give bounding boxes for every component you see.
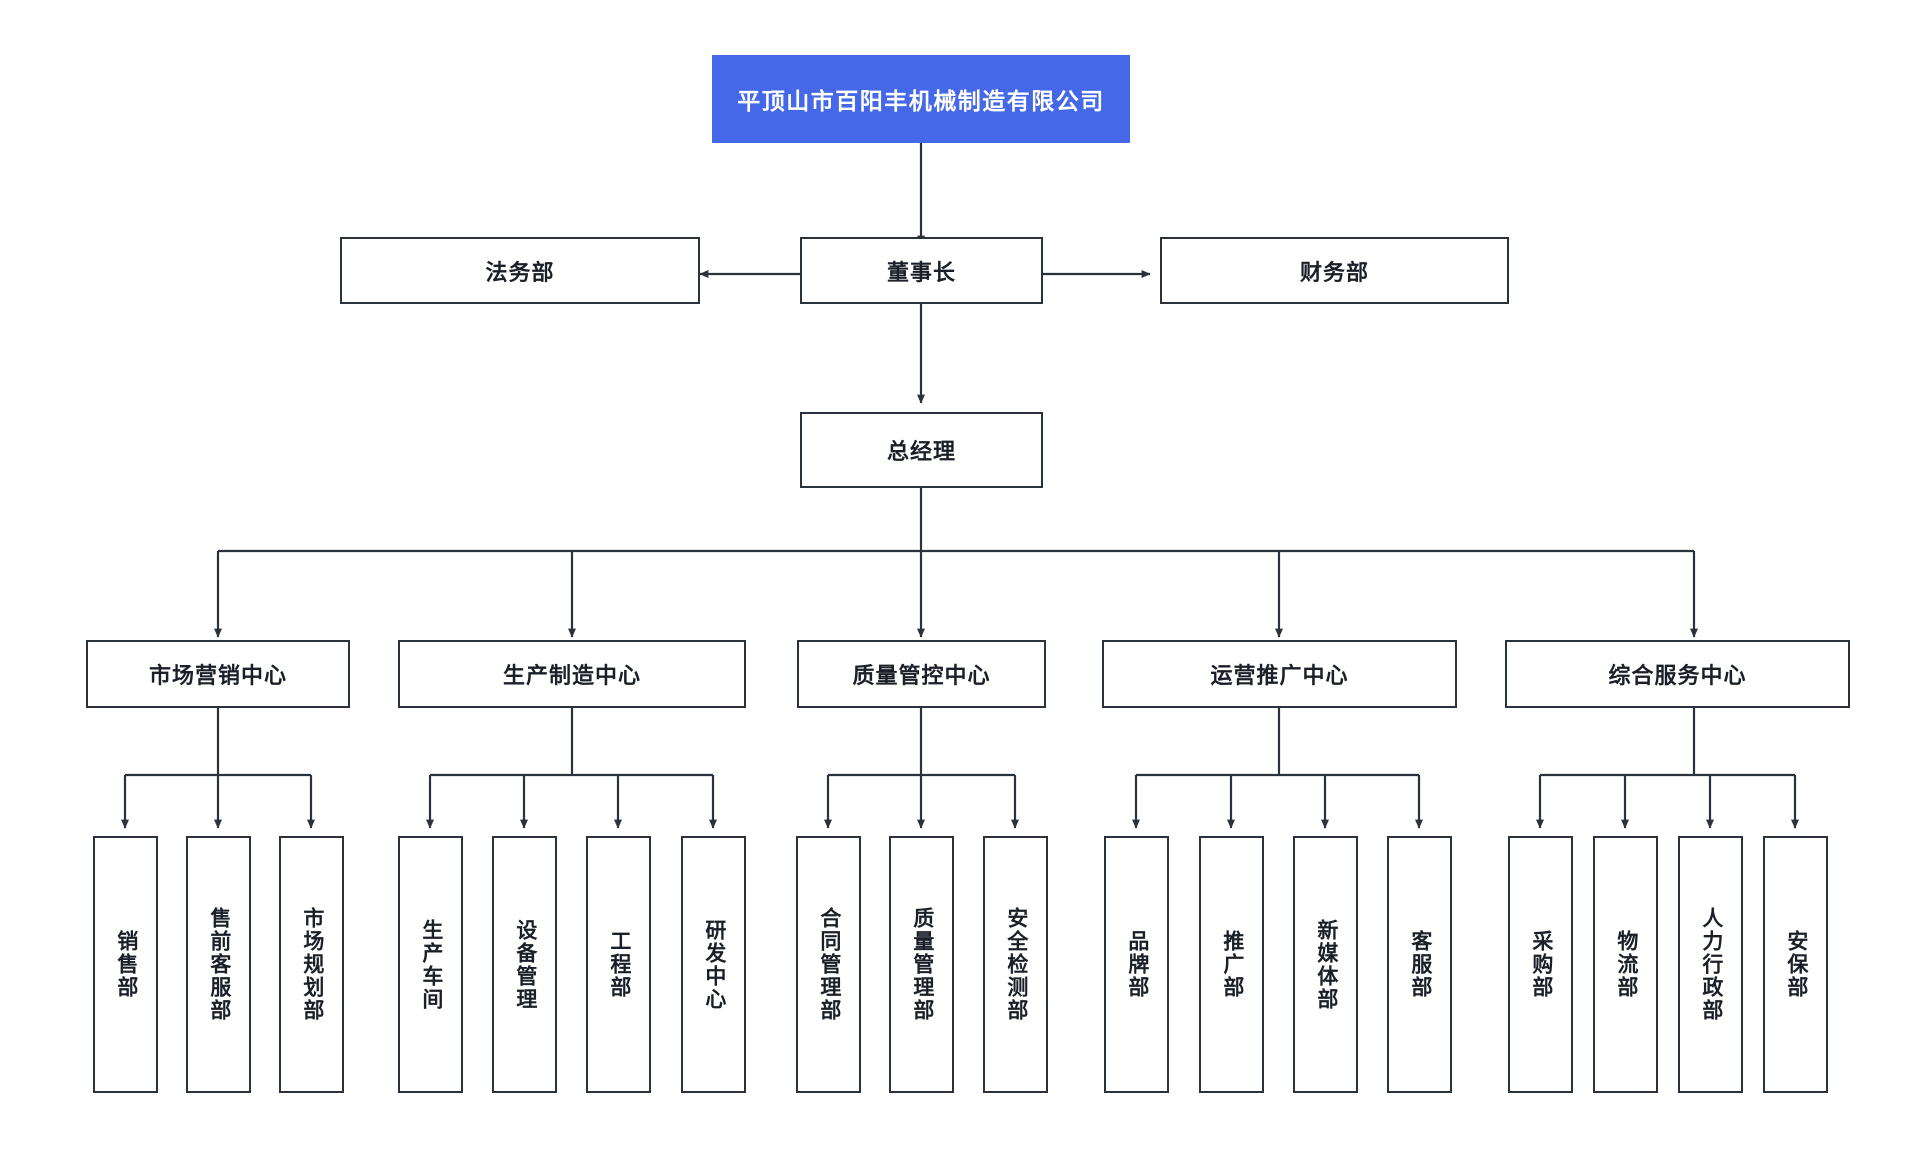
node-contract-management-department-label: 合同管理部 <box>817 907 841 1022</box>
node-procurement-department[interactable]: 采购部 <box>1508 836 1573 1093</box>
node-company-label: 平顶山市百阳丰机械制造有限公司 <box>737 88 1105 114</box>
node-operations-center[interactable]: 运营推广中心 <box>1102 640 1457 708</box>
node-rd-center[interactable]: 研发中心 <box>681 836 746 1093</box>
node-rd-center-label: 研发中心 <box>702 918 726 1011</box>
node-production-workshop[interactable]: 生产车间 <box>398 836 463 1093</box>
node-legal-department-label: 法务部 <box>485 259 555 285</box>
node-equipment-management-label: 设备管理 <box>513 918 537 1011</box>
node-company[interactable]: 平顶山市百阳丰机械制造有限公司 <box>712 55 1130 143</box>
node-security-department[interactable]: 安保部 <box>1763 836 1828 1093</box>
node-safety-inspection-department[interactable]: 安全检测部 <box>983 836 1048 1093</box>
node-customer-service-department-label: 客服部 <box>1408 930 1432 999</box>
node-safety-inspection-department-label: 安全检测部 <box>1004 907 1028 1022</box>
node-marketing-center-label: 市场营销中心 <box>148 663 287 688</box>
node-market-planning-department[interactable]: 市场规划部 <box>279 836 344 1093</box>
node-engineering-department-label: 工程部 <box>607 930 631 999</box>
node-brand-department-label: 品牌部 <box>1125 930 1149 999</box>
node-operations-center-label: 运营推广中心 <box>1210 663 1349 688</box>
node-sales-department[interactable]: 销售部 <box>93 836 158 1093</box>
node-procurement-department-label: 采购部 <box>1529 930 1553 999</box>
node-presales-service-department[interactable]: 售前客服部 <box>186 836 251 1093</box>
node-production-workshop-label: 生产车间 <box>419 918 443 1011</box>
node-finance-department[interactable]: 财务部 <box>1160 237 1509 304</box>
node-general-manager-label: 总经理 <box>886 439 956 464</box>
node-new-media-department-label: 新媒体部 <box>1314 918 1338 1011</box>
node-logistics-department[interactable]: 物流部 <box>1593 836 1658 1093</box>
node-hr-administration-department[interactable]: 人力行政部 <box>1678 836 1743 1093</box>
node-hr-administration-department-label: 人力行政部 <box>1699 907 1723 1022</box>
node-chairman-label: 董事长 <box>886 259 956 285</box>
node-quality-center[interactable]: 质量管控中心 <box>797 640 1046 708</box>
node-customer-service-department[interactable]: 客服部 <box>1387 836 1452 1093</box>
node-market-planning-department-label: 市场规划部 <box>300 907 324 1022</box>
node-legal-department[interactable]: 法务部 <box>340 237 700 304</box>
node-equipment-management[interactable]: 设备管理 <box>492 836 557 1093</box>
node-promotion-department-label: 推广部 <box>1220 930 1244 999</box>
node-engineering-department[interactable]: 工程部 <box>586 836 651 1093</box>
node-sales-department-label: 销售部 <box>114 930 138 999</box>
node-presales-service-department-label: 售前客服部 <box>207 907 231 1022</box>
node-manufacturing-center-label: 生产制造中心 <box>502 663 641 688</box>
node-general-manager[interactable]: 总经理 <box>800 412 1043 488</box>
node-new-media-department[interactable]: 新媒体部 <box>1293 836 1358 1093</box>
node-security-department-label: 安保部 <box>1784 930 1808 999</box>
node-contract-management-department[interactable]: 合同管理部 <box>796 836 861 1093</box>
node-brand-department[interactable]: 品牌部 <box>1104 836 1169 1093</box>
node-chairman[interactable]: 董事长 <box>800 237 1043 304</box>
node-finance-department-label: 财务部 <box>1299 259 1369 285</box>
node-logistics-department-label: 物流部 <box>1614 930 1638 999</box>
node-general-service-center-label: 综合服务中心 <box>1608 663 1747 688</box>
node-quality-management-department-label: 质量管理部 <box>910 907 934 1022</box>
node-general-service-center[interactable]: 综合服务中心 <box>1505 640 1850 708</box>
node-quality-center-label: 质量管控中心 <box>852 663 991 688</box>
node-promotion-department[interactable]: 推广部 <box>1199 836 1264 1093</box>
node-quality-management-department[interactable]: 质量管理部 <box>889 836 954 1093</box>
node-marketing-center[interactable]: 市场营销中心 <box>86 640 350 708</box>
node-manufacturing-center[interactable]: 生产制造中心 <box>398 640 746 708</box>
